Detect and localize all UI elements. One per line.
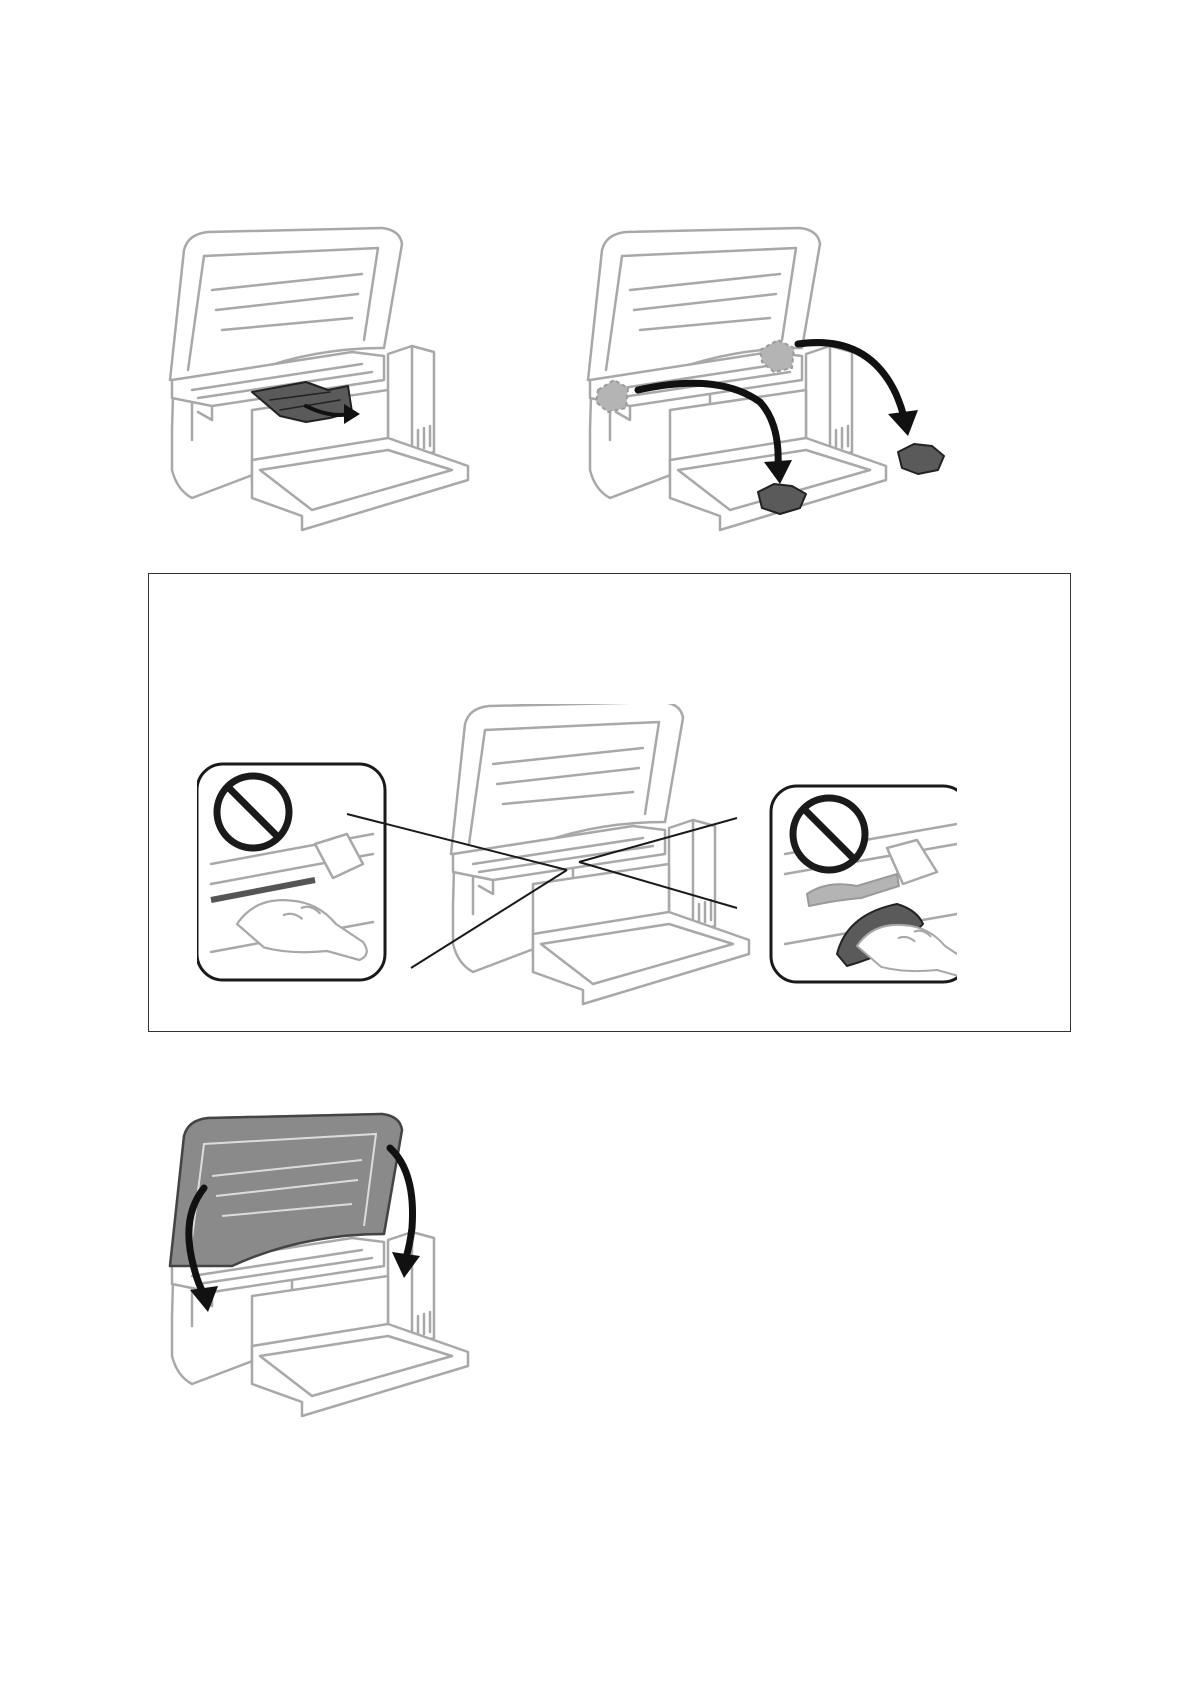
caution-box (148, 573, 1071, 1032)
prohibited-icon (793, 798, 865, 870)
inset-do-not-touch-left (197, 764, 385, 980)
inset-do-not-touch-right (771, 786, 957, 982)
fig-do-not-touch (197, 704, 957, 1034)
fig-remove-torn-pieces (548, 222, 968, 552)
fig-remove-jammed-paper (130, 222, 510, 552)
fig-close-scanner-unit (130, 1108, 510, 1438)
prohibited-icon (217, 776, 289, 848)
